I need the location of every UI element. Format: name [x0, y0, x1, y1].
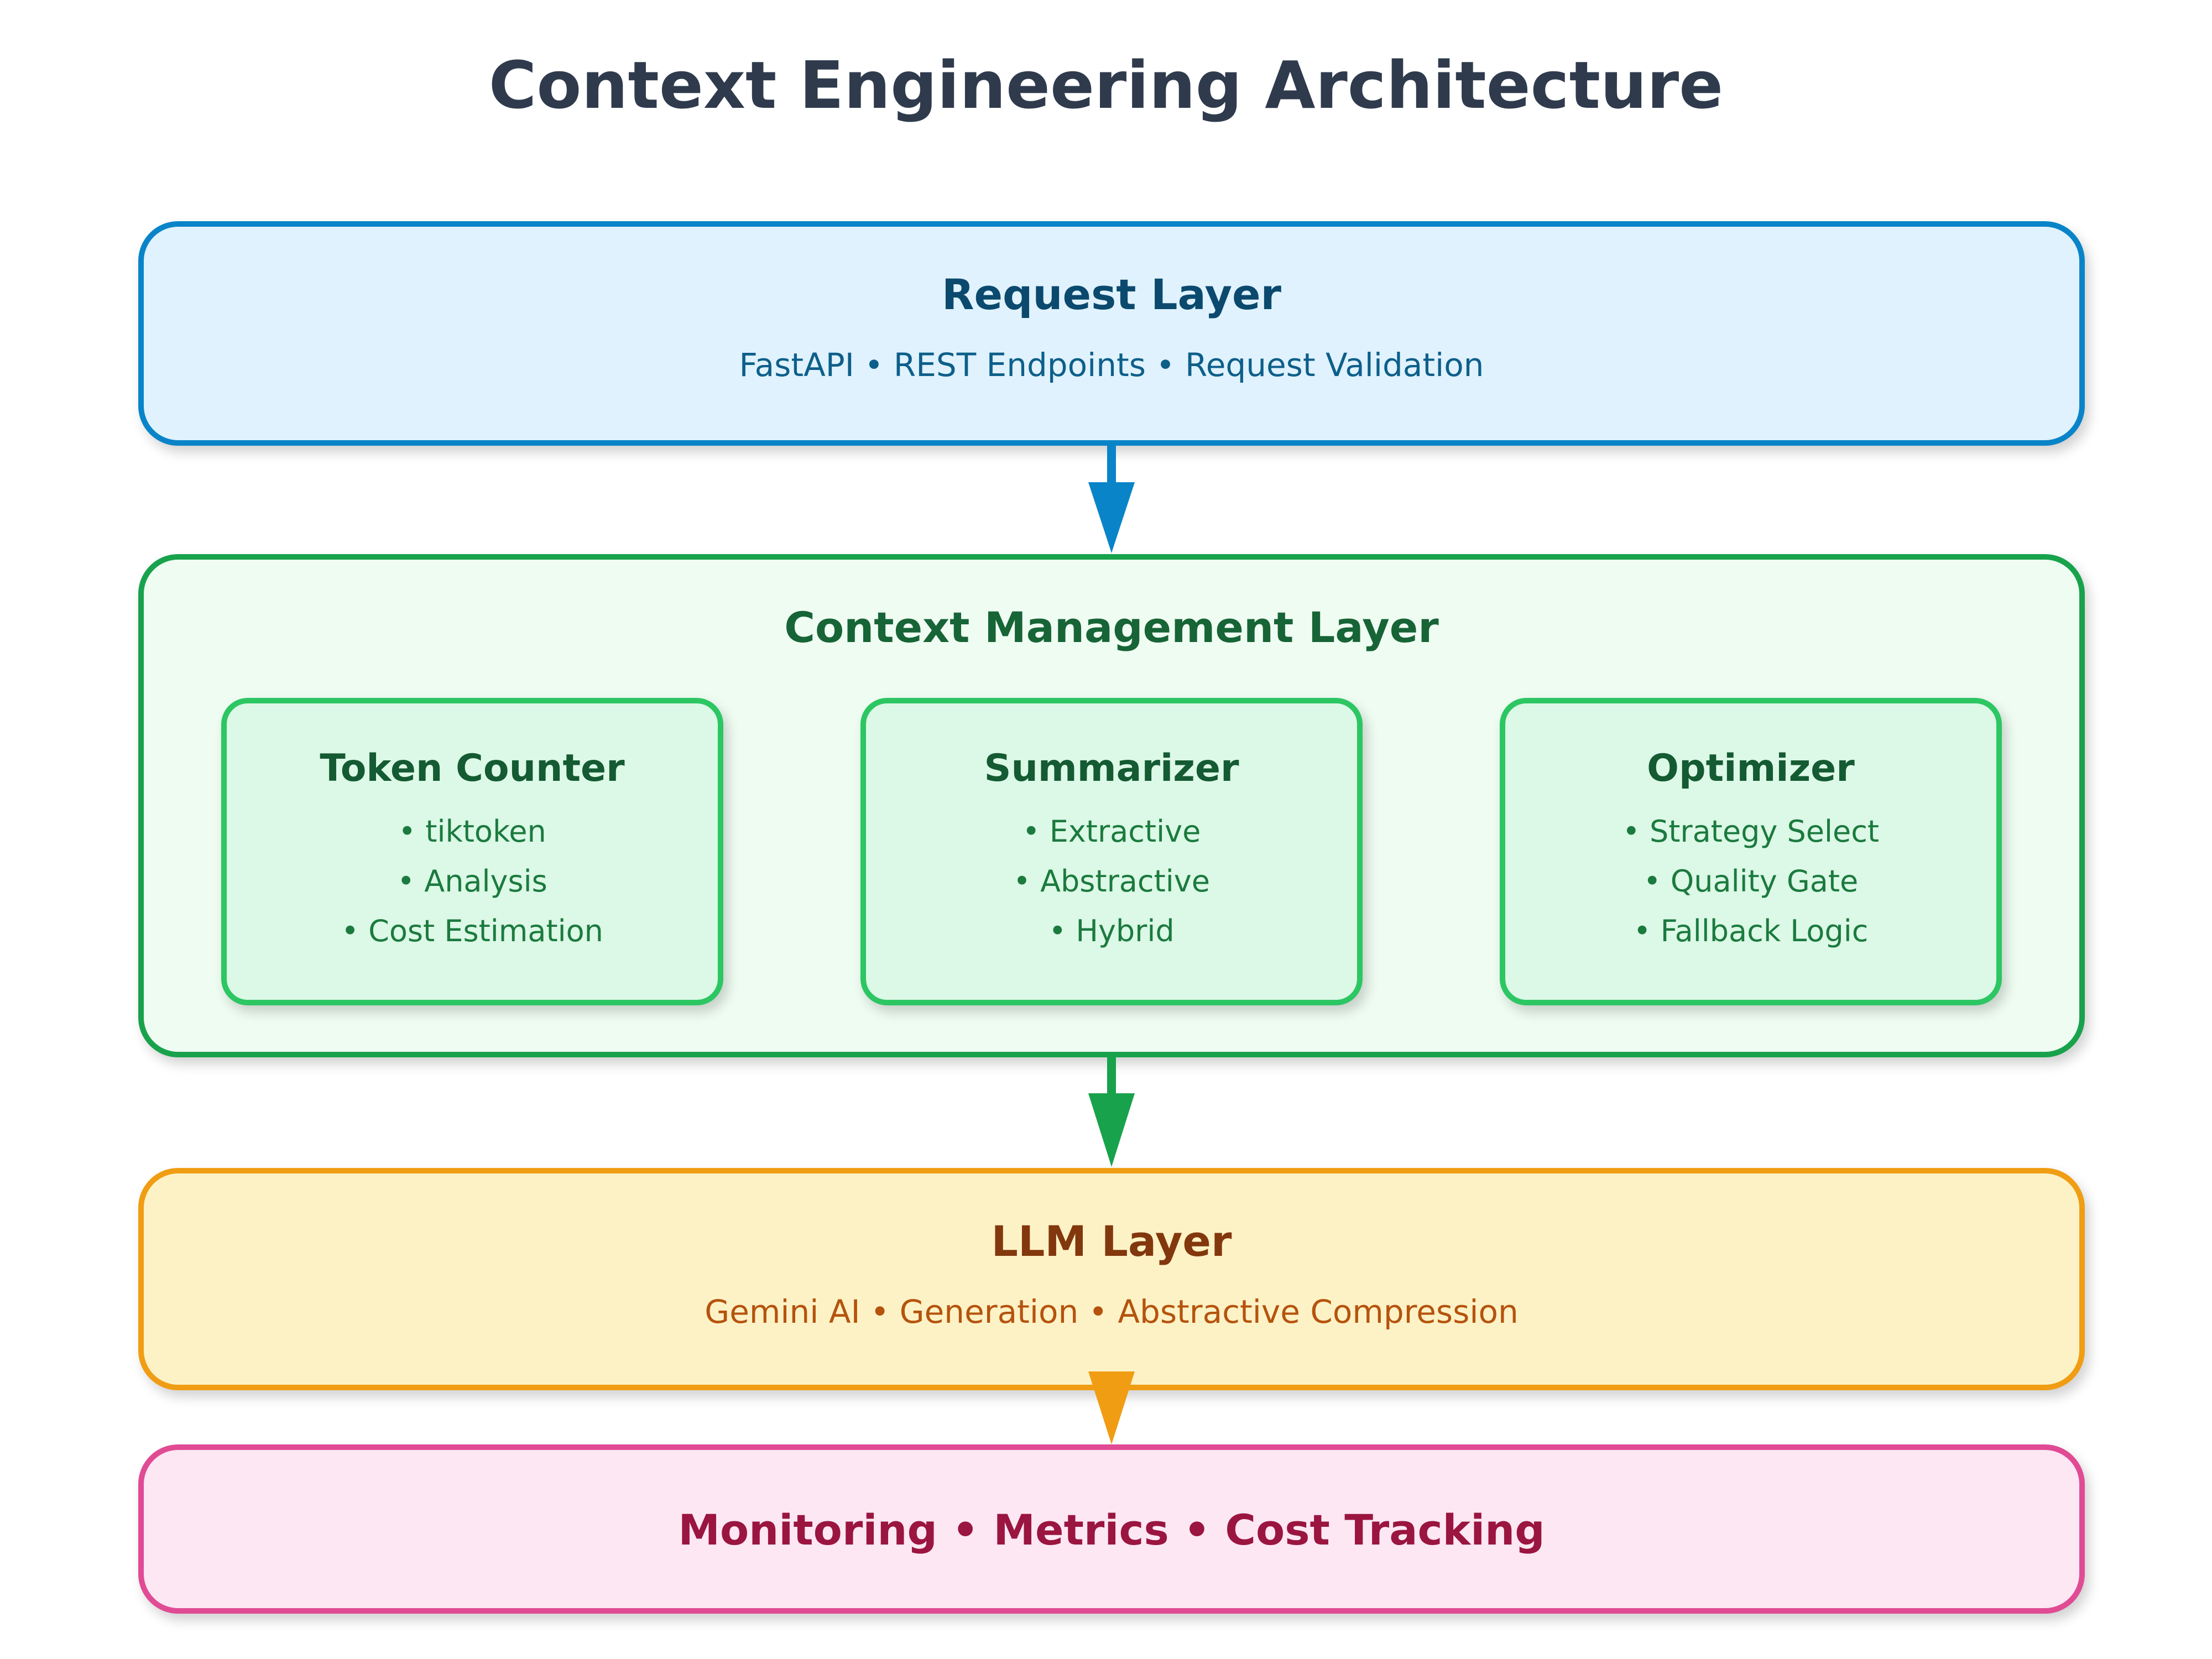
token-counter-module: Token Counter • tiktoken • Analysis • Co… [221, 698, 723, 1005]
arrow-request-to-context [1088, 446, 1135, 553]
diagram-title: Context Engineering Architecture [488, 47, 1724, 123]
arrow-head [1088, 1093, 1135, 1167]
llm-layer-subtitle: Gemini AI • Generation • Abstractive Com… [705, 1293, 1519, 1331]
module-item: • Abstractive [1013, 864, 1210, 899]
arrow-head [1088, 482, 1135, 553]
module-title: Token Counter [320, 747, 625, 790]
request-layer: Request Layer FastAPI • REST Endpoints •… [138, 221, 2085, 446]
module-item: • tiktoken [398, 814, 546, 849]
llm-layer: LLM Layer Gemini AI • Generation • Abstr… [138, 1168, 2085, 1390]
summarizer-module: Summarizer • Extractive • Abstractive • … [860, 698, 1363, 1005]
module-item: • Fallback Logic [1633, 914, 1869, 948]
monitoring-layer: Monitoring • Metrics • Cost Tracking [138, 1444, 2085, 1614]
monitoring-layer-title: Monitoring • Metrics • Cost Tracking [678, 1505, 1545, 1554]
context-management-layer: Context Management Layer Token Counter •… [138, 554, 2085, 1057]
module-item: • Analysis [397, 864, 547, 899]
module-item: • Hybrid [1048, 914, 1175, 948]
optimizer-module: Optimizer • Strategy Select • Quality Ga… [1500, 698, 2002, 1005]
context-layer-title: Context Management Layer [784, 603, 1439, 652]
request-layer-subtitle: FastAPI • REST Endpoints • Request Valid… [739, 346, 1484, 384]
module-title: Summarizer [984, 747, 1239, 790]
module-item: • Extractive [1022, 814, 1201, 849]
llm-layer-title: LLM Layer [991, 1217, 1232, 1266]
module-item: • Strategy Select [1622, 814, 1880, 849]
arrow-context-to-llm [1088, 1057, 1135, 1167]
module-item: • Quality Gate [1643, 864, 1859, 899]
module-title: Optimizer [1647, 747, 1855, 790]
request-layer-title: Request Layer [941, 270, 1282, 319]
module-item: • Cost Estimation [341, 914, 603, 948]
